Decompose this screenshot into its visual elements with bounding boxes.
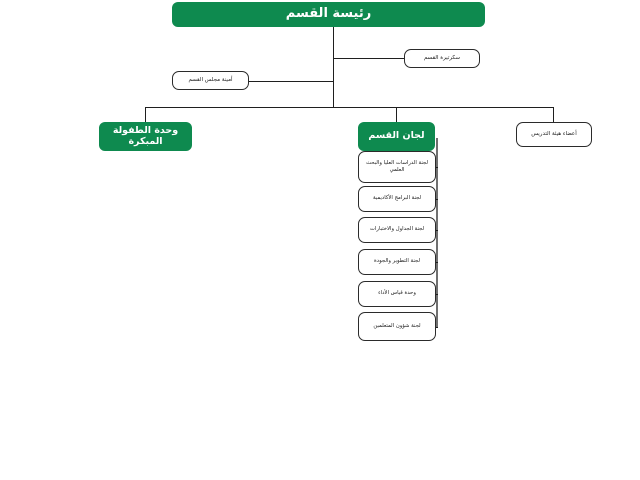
connector-drop-faculty — [553, 107, 554, 123]
connector-committee-stub — [436, 167, 438, 168]
node-early-childhood-unit[interactable]: وحدة الطفولة المبكرة — [99, 122, 192, 151]
committee-item[interactable]: لجنة الدراسات العليا والبحث العلمي — [358, 151, 436, 183]
committee-item-label: لجنة الجداول والاختبارات — [369, 226, 425, 233]
node-department-secretary[interactable]: سكرتيرة القسم — [404, 49, 480, 68]
node-head-of-department[interactable]: رئيسة القسم — [172, 2, 485, 27]
connector-committee-stub — [436, 199, 438, 200]
node-department-committees[interactable]: لجان القسم — [358, 122, 435, 151]
connector-drop-committees — [396, 107, 397, 123]
committee-item[interactable]: لجنة التطوير والجودة — [358, 249, 436, 275]
committee-item-label: لجنة التطوير والجودة — [374, 258, 420, 265]
connector-committee-stub — [436, 294, 438, 295]
committee-item-label: وحدة قياس الأداء — [378, 290, 416, 297]
node-faculty-members-label: أعضاء هيئة التدريس — [531, 131, 577, 138]
committee-item-label: لجنة البرامج الأكاديمية — [372, 195, 422, 202]
committee-item[interactable]: وحدة قياس الأداء — [358, 281, 436, 307]
connector-secretary-branch — [333, 58, 405, 59]
connector-committee-stub — [436, 262, 438, 263]
connector-drop-early-childhood — [145, 107, 146, 123]
connector-head-trunk — [333, 27, 334, 108]
committee-item[interactable]: لجنة شؤون المتعلمين — [358, 312, 436, 341]
node-department-secretary-label: سكرتيرة القسم — [423, 55, 461, 62]
node-faculty-members[interactable]: أعضاء هيئة التدريس — [516, 122, 592, 147]
node-head-of-department-label: رئيسة القسم — [285, 6, 372, 22]
committee-item[interactable]: لجنة البرامج الأكاديمية — [358, 186, 436, 212]
committee-item[interactable]: لجنة الجداول والاختبارات — [358, 217, 436, 243]
connector-committee-stub — [436, 327, 438, 328]
committee-item-label: لجنة شؤون المتعلمين — [373, 322, 421, 329]
committee-item-label: لجنة الدراسات العليا والبحث العلمي — [366, 159, 428, 173]
connector-level2-bus — [145, 107, 554, 108]
connector-committee-spine — [436, 138, 438, 327]
node-department-committees-label: لجان القسم — [368, 130, 425, 142]
connector-council-secretary-branch — [249, 81, 334, 82]
node-council-secretary-label: أمينة مجلس القسم — [188, 77, 233, 84]
node-council-secretary[interactable]: أمينة مجلس القسم — [172, 71, 249, 90]
node-early-childhood-unit-label: وحدة الطفولة المبكرة — [112, 124, 179, 147]
connector-committee-stub — [436, 230, 438, 231]
